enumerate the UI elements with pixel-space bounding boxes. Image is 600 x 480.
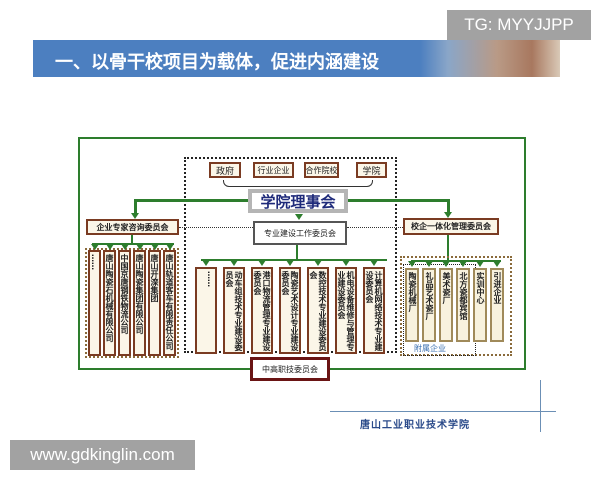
arrow-icon — [90, 244, 99, 250]
member-box: 唐山开滦集团 — [148, 250, 161, 356]
stakeholder-box: 合作院校 — [304, 162, 339, 178]
connector — [411, 260, 501, 262]
right-committee-box: 校企一体化管理委员会 — [403, 218, 499, 235]
member-box: 美术瓷厂 — [439, 268, 453, 342]
member-box: 陶瓷机械厂 — [405, 268, 419, 342]
left-members-group — [85, 248, 179, 358]
member-box: 实训中心 — [473, 268, 487, 342]
dotted-link — [179, 227, 253, 228]
arrow-icon — [342, 260, 350, 266]
footer-rule — [330, 411, 556, 412]
frame-right — [524, 137, 526, 370]
member-box: 数控技术专业建设委员会 — [307, 267, 329, 354]
arrow-icon — [165, 244, 174, 250]
frame-bottom-right — [330, 368, 526, 370]
frame-left — [78, 137, 80, 370]
arrow-icon — [425, 261, 433, 267]
stakeholder-box: 学院 — [356, 162, 387, 178]
connector — [201, 259, 387, 261]
brace — [223, 180, 373, 187]
member-box: 港口物流管理专业建设委员会 — [251, 267, 273, 354]
connector — [447, 235, 449, 260]
footer-rule-vertical — [540, 380, 541, 432]
arrow-icon — [476, 261, 484, 267]
arrow-icon — [295, 214, 303, 220]
connector — [348, 199, 449, 202]
member-box: 唐山陶瓷集团有限公司 — [133, 250, 146, 356]
member-box: 机电设备维修与管理专业建设委员会 — [335, 267, 357, 354]
watermark-bottom: www.gdkinglin.com — [10, 440, 195, 470]
member-box: 引进企业 — [490, 268, 504, 342]
stakeholder-box: 政府 — [209, 162, 241, 178]
arrow-icon — [314, 260, 322, 266]
board-box: 学院理事会 — [248, 189, 348, 213]
left-committee-box: 企业专家咨询委员会 — [86, 219, 179, 235]
arrow-icon — [459, 261, 467, 267]
school-name: 唐山工业职业技术学院 — [360, 420, 470, 431]
arrow-icon — [286, 260, 294, 266]
member-box: 动车组技术专业建设委员会 — [223, 267, 245, 354]
connector — [296, 245, 298, 259]
connector — [92, 243, 174, 245]
arrow-icon — [150, 244, 159, 250]
arrow-icon — [131, 213, 139, 219]
center-committee-box: 专业建设工作委员会 — [253, 221, 347, 245]
arrow-icon — [258, 260, 266, 266]
arrow-icon — [408, 261, 416, 267]
arrow-icon — [135, 244, 144, 250]
member-box: 唐山轨道客车有限责任公司 — [163, 250, 176, 356]
member-box: 北方瓷都宾馆 — [456, 268, 470, 342]
member-box: 陶瓷艺术设计专业建设委员会 — [279, 267, 301, 354]
connector — [134, 199, 137, 215]
member-box: 礼品艺术瓷厂 — [422, 268, 436, 342]
arrow-icon — [493, 261, 501, 267]
slide-title: 一、以骨干校项目为载体，促进内涵建设 — [55, 52, 379, 73]
arrow-icon — [370, 260, 378, 266]
arrow-icon — [105, 244, 114, 250]
connector — [135, 199, 248, 202]
dotted-link — [347, 227, 403, 228]
member-box: 唐山陶瓷石机械有限公司 — [103, 250, 116, 356]
connector — [131, 235, 133, 243]
member-box: …… — [195, 267, 217, 354]
frame-bottom-left — [78, 368, 250, 370]
connector — [447, 199, 450, 213]
member-box: 中国京唐钢铁物流公司 — [118, 250, 131, 356]
title-bar: 一、以骨干校项目为载体，促进内涵建设 — [33, 40, 560, 77]
frame-top — [78, 137, 526, 139]
arrow-icon — [202, 260, 210, 266]
campus-photo — [420, 40, 560, 77]
bottom-committee-box: 中高职技委员会 — [250, 357, 330, 381]
arrow-icon — [444, 212, 452, 218]
member-box: …… — [88, 250, 101, 356]
affiliated-label: 附属企业 — [414, 344, 446, 353]
member-box: 计算机网络技术专业建设委员会 — [363, 267, 385, 354]
arrow-icon — [120, 244, 129, 250]
stakeholder-box: 行业企业 — [253, 162, 294, 178]
arrow-icon — [230, 260, 238, 266]
arrow-icon — [442, 261, 450, 267]
watermark-top: TG: MYYJJPP — [447, 10, 591, 40]
